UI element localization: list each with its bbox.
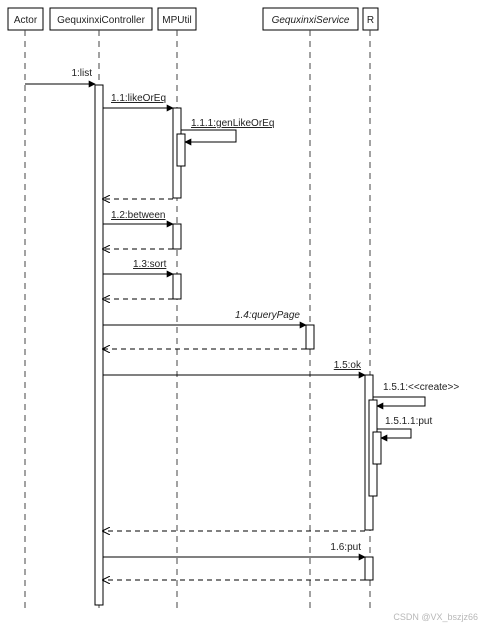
participant-service: GequxinxiService — [262, 7, 359, 31]
participant-mputil: MPUtil — [157, 7, 197, 31]
participant-label-mputil: MPUtil — [162, 15, 191, 26]
message-1-5-1-label: 1.5.1:<<create>> — [383, 382, 459, 393]
message-1-label: 1:list — [71, 68, 92, 79]
message-1-3-label: 1.3:sort — [133, 259, 167, 270]
activation-r-nested-2 — [372, 431, 382, 465]
participant-label-service: GequxinxiService — [272, 15, 350, 26]
message-1-4-label: 1.4:queryPage — [235, 310, 300, 321]
watermark: CSDN @VX_bszjz66 — [393, 612, 478, 622]
message-1-1-label: 1.1:likeOrEq — [111, 93, 166, 104]
participant-r: R — [362, 7, 379, 31]
participant-label-actor: Actor — [14, 15, 38, 26]
activation-mputil-nested — [176, 133, 186, 167]
message-1-1-1-arrow — [181, 129, 237, 146]
activation-mputil-2 — [172, 223, 182, 250]
message-1-5-1-1-label: 1.5.1.1:put — [385, 416, 432, 427]
activation-service — [305, 324, 315, 350]
message-1-5-1-1-arrow — [377, 428, 412, 442]
message-1-6-label: 1.6:put — [330, 542, 361, 553]
participant-controller: GequxinxiController — [49, 7, 153, 31]
message-1-5-1-arrow — [373, 396, 426, 410]
participant-label-controller: GequxinxiController — [57, 15, 145, 26]
activation-r-2 — [364, 556, 374, 581]
activation-mputil-3 — [172, 273, 182, 300]
activation-controller — [94, 84, 104, 606]
participant-actor: Actor — [7, 7, 44, 31]
participant-label-r: R — [367, 15, 374, 26]
message-1-1-1-label: 1.1.1:genLikeOrEq — [191, 118, 274, 129]
message-1-2-label: 1.2:between — [111, 210, 166, 221]
message-1-5-label: 1.5:ok — [334, 360, 362, 371]
